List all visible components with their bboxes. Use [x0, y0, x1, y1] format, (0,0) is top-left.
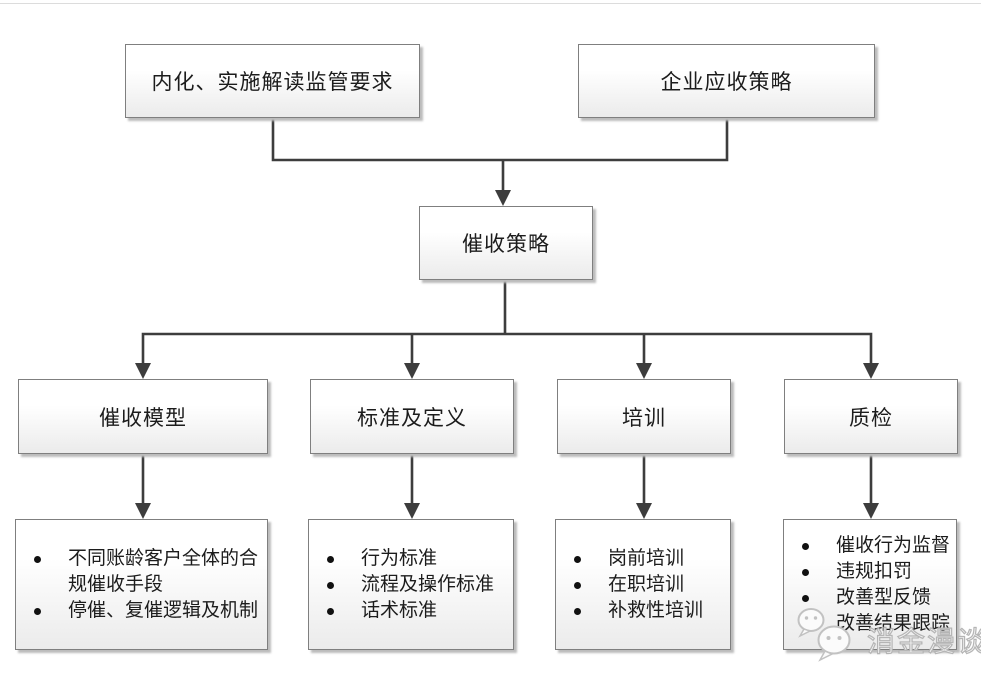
arrowhead-to-qc [863, 363, 879, 379]
bullet-list: 行为标准流程及操作标准话术标准 [309, 546, 513, 624]
node-label: 标准及定义 [357, 405, 467, 430]
detail-standards-definitions: 行为标准流程及操作标准话术标准 [308, 519, 514, 650]
watermark-text: 消金漫谈 [866, 627, 981, 658]
bullet-item: 在职培训 [556, 572, 730, 598]
bullet-item: 违规扣罚 [784, 559, 956, 585]
arrowhead-to-training [636, 363, 652, 379]
node-label: 内化、实施解读监管要求 [151, 70, 394, 94]
bullet-item: 流程及操作标准 [309, 572, 513, 598]
bullet-list: 不同账龄客户全体的合规催收手段停催、复催逻辑及机制 [16, 546, 267, 624]
arrowhead-to-model-detail [135, 503, 151, 519]
node-standards-definitions: 标准及定义 [310, 379, 514, 454]
arrowhead-to-model [135, 363, 151, 379]
node-regulatory-requirements: 内化、实施解读监管要求 [125, 44, 420, 118]
arrowhead-to-qc-detail [863, 503, 879, 519]
arrowhead-to-training-detail [636, 503, 652, 519]
watermark: 消金漫谈 [793, 605, 981, 663]
node-collection-model: 催收模型 [18, 379, 268, 454]
node-collection-strategy: 催收策略 [419, 206, 593, 280]
node-label: 质检 [849, 405, 893, 430]
node-label: 催收策略 [462, 232, 550, 256]
arrowhead-to-standard-detail [404, 503, 420, 519]
bullet-item: 停催、复催逻辑及机制 [16, 598, 267, 624]
detail-drop-connectors [141, 454, 873, 505]
node-label: 催收模型 [99, 405, 187, 430]
bullet-list: 岗前培训在职培训补救性培训 [556, 546, 730, 624]
node-label: 企业应收策略 [660, 70, 793, 94]
bullet-item: 行为标准 [309, 546, 513, 572]
detail-training: 岗前培训在职培训补救性培训 [555, 519, 731, 650]
bullet-item: 岗前培训 [556, 546, 730, 572]
branch-split-connector [141, 280, 873, 365]
wechat-bubbles-icon [797, 608, 851, 662]
page-top-divider [0, 3, 981, 4]
top-merge-connector [271, 118, 729, 192]
arrowhead-to-strategy [495, 190, 511, 206]
detail-collection-model: 不同账龄客户全体的合规催收手段停催、复催逻辑及机制 [15, 519, 268, 650]
bullet-item: 补救性培训 [556, 598, 730, 624]
arrowhead-to-standard [404, 363, 420, 379]
node-quality-check: 质检 [784, 379, 958, 454]
bullet-item: 催收行为监督 [784, 533, 956, 559]
node-training: 培训 [557, 379, 731, 454]
bullet-item: 改善型反馈 [784, 585, 956, 611]
node-label: 培训 [622, 405, 666, 430]
bullet-item: 话术标准 [309, 598, 513, 624]
node-enterprise-receivable-strategy: 企业应收策略 [578, 44, 875, 118]
bullet-item: 不同账龄客户全体的合规催收手段 [16, 546, 267, 598]
